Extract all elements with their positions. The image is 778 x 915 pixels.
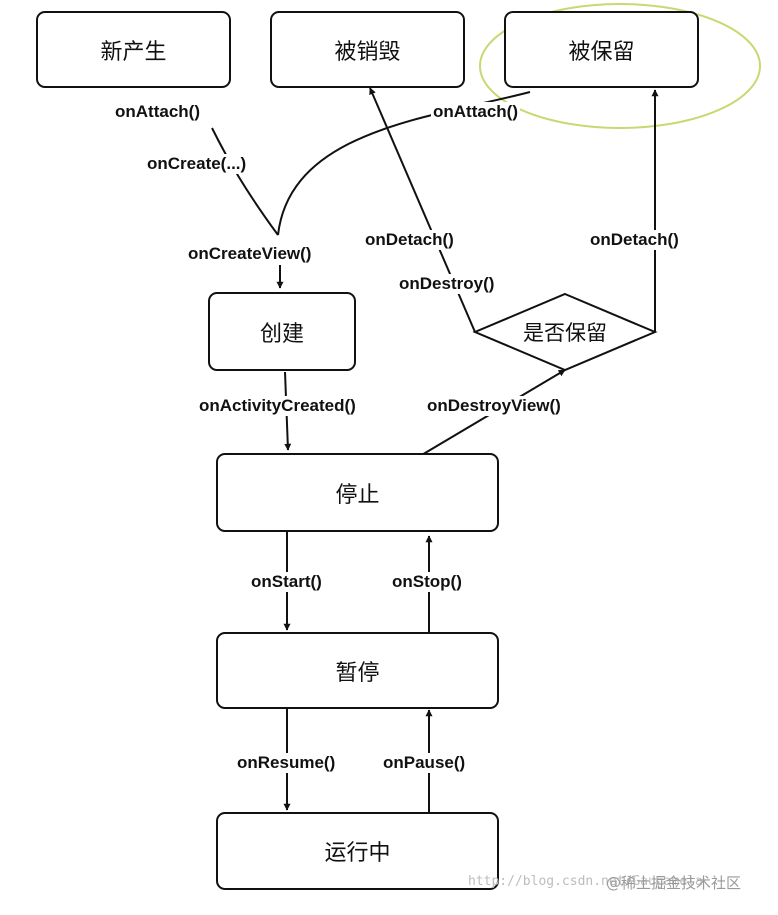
watermark-brand: @稀土掘金技术社区: [606, 874, 742, 892]
node-retained: 被保留: [504, 11, 699, 88]
edge-new-to-create: [211, 127, 279, 236]
node-stopped: 停止: [216, 453, 499, 532]
label-on-detach-left: onDetach(): [363, 230, 456, 250]
label-on-stop: onStop(): [390, 572, 464, 592]
edge-decision-to-destroyed: [369, 87, 476, 333]
label-on-destroy: onDestroy(): [397, 274, 497, 294]
node-paused: 暂停: [216, 632, 499, 709]
node-destroyed: 被销毁: [270, 11, 465, 88]
label-on-activity-created: onActivityCreated(): [197, 396, 358, 416]
label-on-pause: onPause(): [381, 753, 468, 773]
node-created: 创建: [208, 292, 356, 371]
label-on-resume: onResume(): [235, 753, 338, 773]
label-on-detach-right: onDetach(): [588, 230, 681, 250]
edge-retained-to-createview: [277, 91, 531, 236]
node-new: 新产生: [36, 11, 231, 88]
label-on-create: onCreate(...): [145, 154, 249, 174]
label-on-create-view: onCreateView(): [186, 244, 314, 264]
label-on-attach-right: onAttach(): [431, 102, 520, 122]
label-on-destroy-view: onDestroyView(): [425, 396, 563, 416]
decision-label: 是否保留: [523, 321, 607, 345]
label-on-attach-left: onAttach(): [113, 102, 202, 122]
label-on-start: onStart(): [249, 572, 324, 592]
node-running: 运行中: [216, 812, 499, 890]
watermark-url: http://blog.csdn.net/Gaugamela: [468, 874, 703, 889]
highlight-ellipse: [479, 3, 761, 129]
